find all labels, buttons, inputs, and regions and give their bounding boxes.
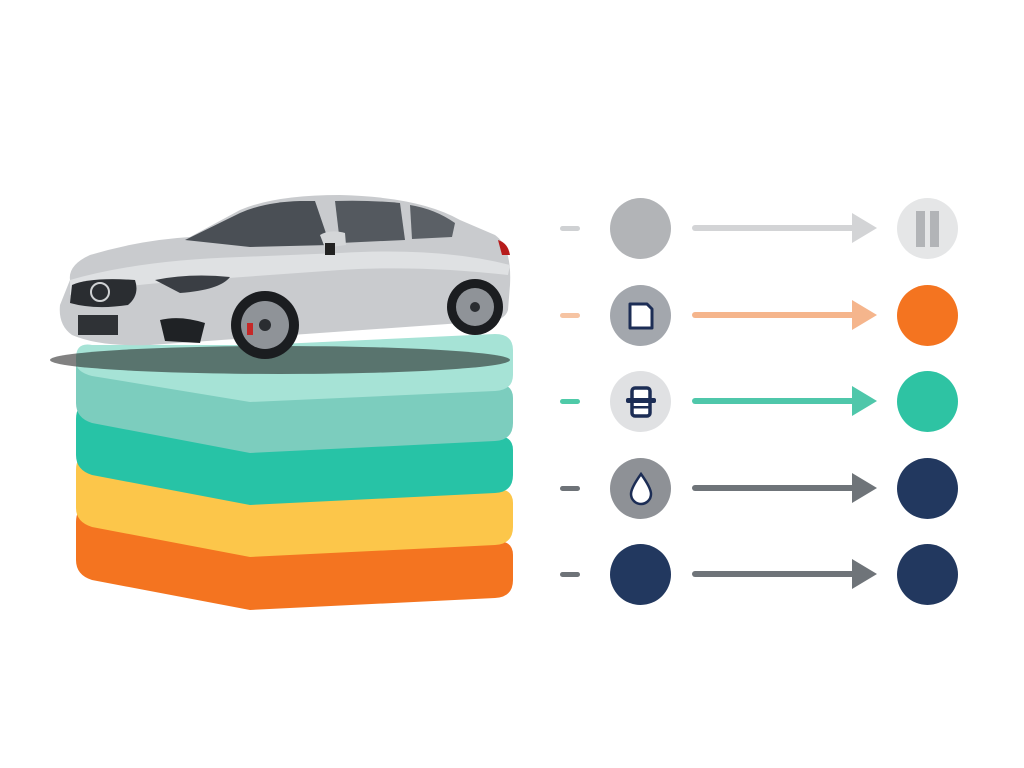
flow-row-5 [555, 534, 975, 614]
arrow-icon [692, 473, 877, 503]
dash-marker [560, 313, 580, 318]
source-node [610, 285, 671, 346]
arrow-icon [692, 300, 877, 330]
dash-marker [560, 486, 580, 491]
source-node [610, 198, 671, 259]
arrow-icon [692, 213, 877, 243]
printer-icon [625, 385, 656, 418]
target-node [897, 198, 958, 259]
car-image [50, 195, 511, 374]
flow-row-3 [555, 361, 975, 441]
layer-orange [76, 507, 513, 610]
target-node [897, 371, 958, 432]
arrow-icon [692, 386, 877, 416]
flow-row-4 [555, 448, 975, 528]
dash-marker [560, 399, 580, 404]
source-node [610, 371, 671, 432]
arrow-icon [692, 559, 877, 589]
dash-marker [560, 226, 580, 231]
water-drop-icon [629, 471, 652, 505]
target-node [897, 544, 958, 605]
pause-icon [915, 210, 939, 247]
dash-marker [560, 572, 580, 577]
target-node [897, 285, 958, 346]
source-node [610, 458, 671, 519]
flow-row-1 [555, 188, 975, 268]
source-node [610, 544, 671, 605]
flow-row-2 [555, 275, 975, 355]
target-node [897, 458, 958, 519]
document-icon [628, 302, 653, 329]
